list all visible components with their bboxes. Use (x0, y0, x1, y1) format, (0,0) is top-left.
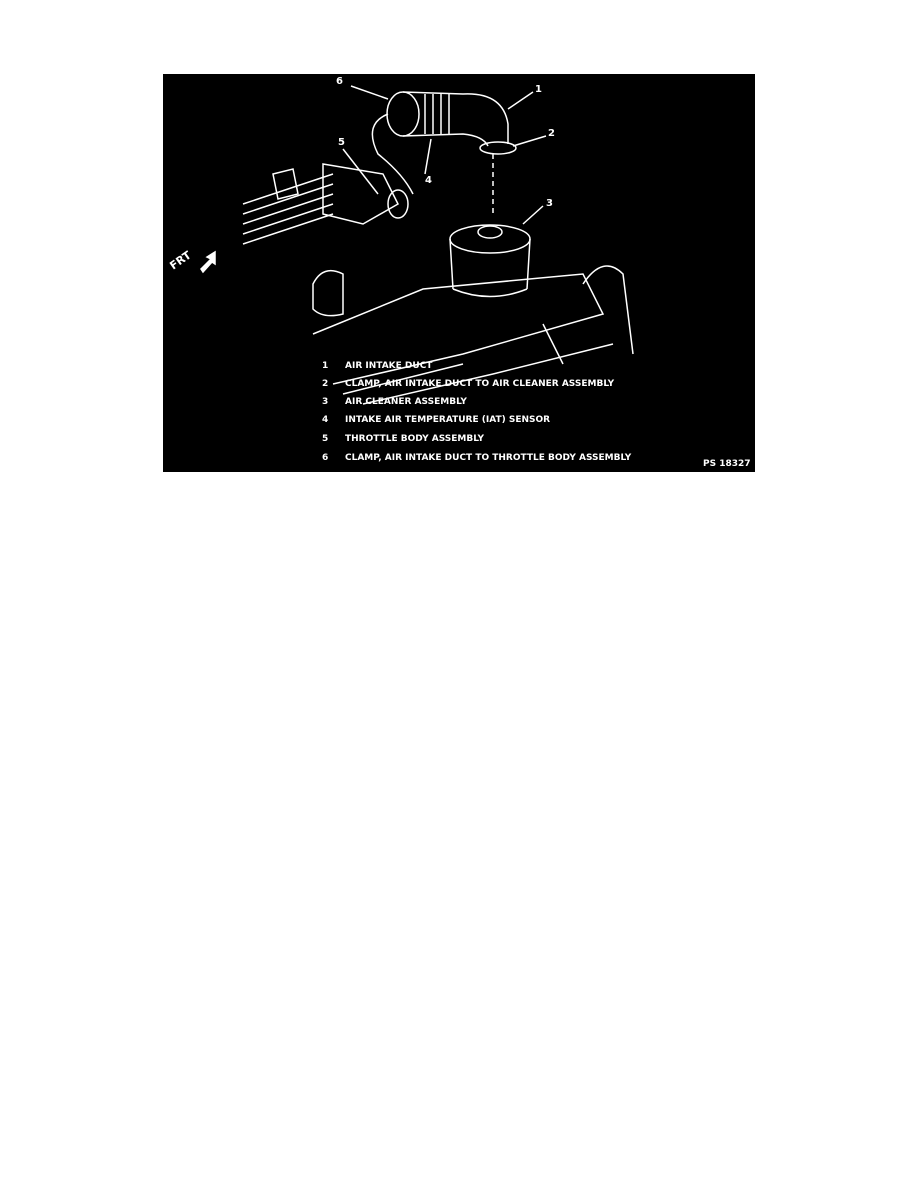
duct-throttle-end (386, 91, 420, 137)
air-cleaner-outlet (477, 225, 503, 239)
engine-fins (242, 173, 334, 245)
engine-bracket (542, 265, 634, 365)
engine-part (272, 168, 299, 200)
front-arrow-icon (200, 250, 216, 274)
duct-ribs (424, 94, 450, 134)
legend-text: CLAMP, AIR INTAKE DUCT TO AIR CLEANER AS… (345, 379, 615, 389)
legend-number: 1 (322, 361, 329, 371)
legend-text: AIR CLEANER ASSEMBLY (345, 397, 467, 407)
legend-text: THROTTLE BODY ASSEMBLY (345, 434, 485, 444)
legend-text: CLAMP, AIR INTAKE DUCT TO THROTTLE BODY … (345, 453, 632, 463)
air-cleaner-body (449, 238, 531, 298)
legend-text: INTAKE AIR TEMPERATURE (IAT) SENSOR (345, 415, 551, 425)
callout-3: 3 (546, 198, 553, 209)
duct-clamp (479, 141, 517, 155)
callout-2: 2 (548, 128, 555, 139)
engine-line-drawing (200, 85, 634, 405)
iat-wire (371, 113, 414, 195)
engine-housing (312, 269, 344, 317)
legend-number: 6 (322, 453, 329, 463)
air-cleaner-top (449, 224, 531, 254)
engine-manifold (312, 273, 614, 405)
callout-1: 1 (535, 84, 542, 95)
legend-number: 2 (322, 379, 329, 389)
figure-id: PS 18327 (703, 459, 751, 469)
legend-text: AIR INTAKE DUCT (345, 361, 433, 371)
callout-4: 4 (425, 175, 432, 186)
legend-number: 4 (322, 415, 329, 425)
legend-number: 5 (322, 434, 329, 444)
leader-lines (342, 85, 547, 225)
throttle-bore (387, 189, 409, 219)
throttle-body (322, 163, 399, 225)
legend-number: 3 (322, 397, 329, 407)
callout-6: 6 (336, 76, 343, 87)
callout-5: 5 (338, 137, 345, 148)
